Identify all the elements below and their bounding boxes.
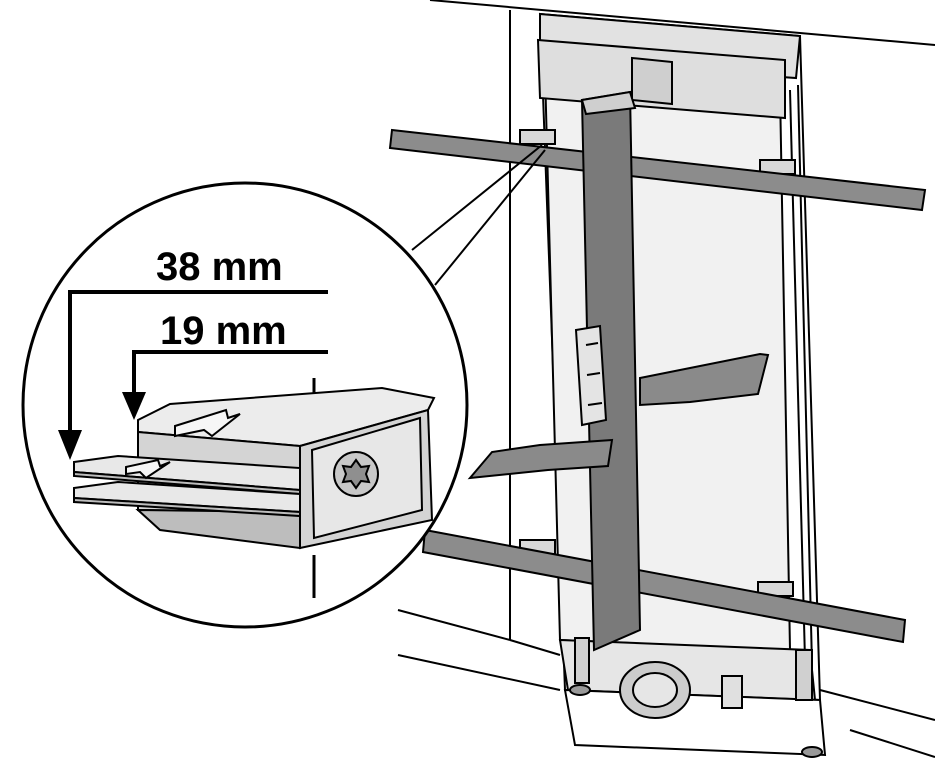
- arrow-push-right: [639, 352, 770, 407]
- dimension-38mm-line: [58, 290, 328, 460]
- torx-screw-icon: [333, 451, 379, 497]
- spirit-level: [574, 90, 642, 652]
- dimension-label-19mm: 19 mm: [160, 309, 287, 353]
- cabinet-outline: [397, 0, 935, 758]
- lower-rail: [421, 528, 907, 644]
- upper-rail: [388, 128, 927, 212]
- arrow-pull-left: [467, 438, 614, 480]
- dimension-label-38mm: 38 mm: [156, 245, 283, 289]
- dimension-19mm-line: [122, 350, 328, 420]
